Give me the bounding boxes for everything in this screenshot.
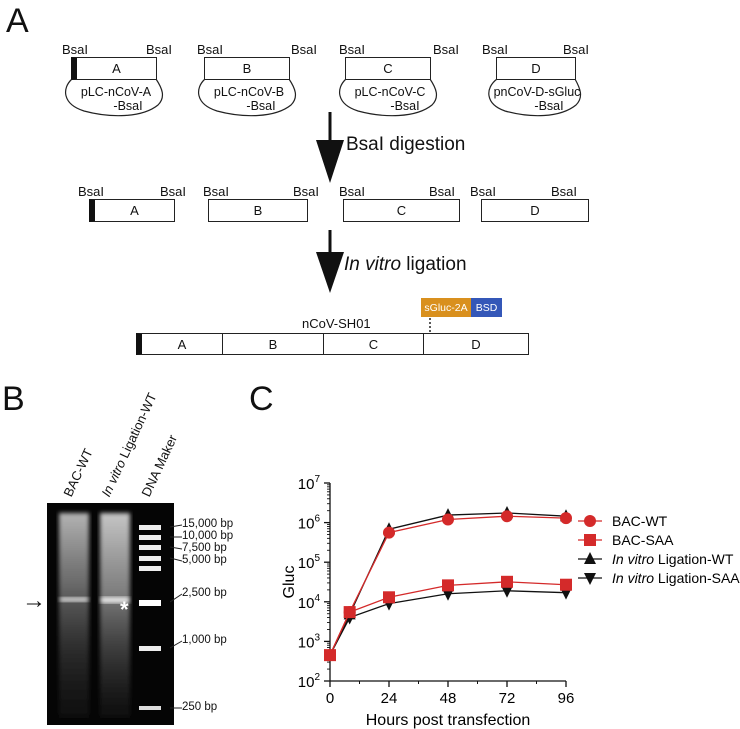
agarose-gel-image bbox=[47, 503, 174, 725]
bsai-site-label: BsaI bbox=[62, 42, 89, 57]
plasmid-c-name: pLC-nCoV-C-BsaI bbox=[354, 85, 426, 113]
x-axis-label: Hours post transfection bbox=[366, 712, 531, 729]
bsai-site-label: BsaI bbox=[551, 184, 578, 199]
x-tick-label: 48 bbox=[440, 690, 457, 707]
data-point-bac-wt bbox=[442, 513, 454, 526]
legend-label: In vitro Ligation-WT bbox=[612, 551, 734, 567]
legend-marker bbox=[584, 534, 596, 546]
data-point-in-vitro-ligation-saa bbox=[442, 588, 454, 601]
legend-marker bbox=[584, 573, 596, 585]
y-tick-label: 106 bbox=[298, 514, 321, 533]
plasmid-c-loop bbox=[339, 78, 438, 117]
step-digestion-label: BsaI digestion bbox=[346, 134, 466, 155]
series-line-in-vitro-ligation-wt bbox=[329, 512, 567, 656]
ladder-label-5000: 5,000 bp bbox=[182, 554, 227, 566]
legend-label: BAC-WT bbox=[612, 513, 668, 529]
gel-bands bbox=[59, 513, 161, 718]
plasmid-a-name: pLC-nCoV-A-BsaI bbox=[80, 85, 152, 113]
data-point-bac-saa bbox=[560, 578, 572, 591]
ladder-label-2500: 2,500 bp bbox=[182, 587, 227, 599]
ladder-label-15000: 15,000 bp bbox=[182, 518, 234, 530]
x-tick-label: 0 bbox=[326, 690, 334, 707]
arrow-down-icon bbox=[316, 252, 344, 293]
bsai-site-label: BsaI bbox=[78, 184, 105, 199]
data-point-bac-wt bbox=[501, 510, 513, 523]
data-point-bac-wt bbox=[560, 512, 572, 525]
construct-segment-b: B bbox=[223, 334, 324, 354]
x-tick-label: 24 bbox=[381, 690, 398, 707]
construct-segment-c: C bbox=[324, 334, 424, 354]
series-line-bac-saa bbox=[329, 581, 567, 656]
y-tick-label: 104 bbox=[298, 593, 321, 612]
data-point-bac-saa bbox=[501, 575, 513, 588]
legend-marker bbox=[584, 552, 596, 564]
panel-c-letter: C bbox=[249, 380, 274, 418]
digested-c-box: C bbox=[343, 199, 460, 222]
fragment-b-box: B bbox=[204, 57, 290, 80]
arrow-down-icon bbox=[316, 140, 344, 183]
lane-label-dna-maker: DNA Maker bbox=[138, 432, 181, 499]
y-tick-label: 103 bbox=[298, 632, 321, 651]
legend-marker bbox=[584, 515, 596, 527]
bsai-site-label: BsaI bbox=[293, 184, 320, 199]
panel-a-schematic bbox=[65, 78, 582, 334]
series-line-in-vitro-ligation-saa bbox=[329, 590, 567, 656]
data-point-bac-saa bbox=[442, 579, 454, 592]
data-point-bac-saa bbox=[383, 591, 395, 604]
bsai-site-label: BsaI bbox=[482, 42, 509, 57]
legend-label: BAC-SAA bbox=[612, 532, 674, 548]
step-ligation-label: In vitro ligation bbox=[344, 254, 467, 275]
bsai-site-label: BsaI bbox=[470, 184, 497, 199]
bsai-site-label: BsaI bbox=[291, 42, 318, 57]
data-point-bac-saa bbox=[324, 649, 336, 662]
fragment-c-box: C bbox=[345, 57, 431, 80]
plasmid-d-loop bbox=[488, 78, 582, 117]
bsai-site-label: BsaI bbox=[339, 184, 366, 199]
bsai-site-label: BsaI bbox=[197, 42, 224, 57]
bsai-site-label: BsaI bbox=[203, 184, 230, 199]
panel-b-letter: B bbox=[2, 380, 25, 418]
lane-label-bac-wt: BAC-WT bbox=[60, 446, 96, 499]
bsai-site-label: BsaI bbox=[339, 42, 366, 57]
digested-d-box: D bbox=[481, 199, 589, 222]
ladder-label-1000: 1,000 bp bbox=[182, 634, 227, 646]
data-point-bac-saa bbox=[343, 606, 356, 619]
plasmid-d-name: pnCoV-D-sGluc-BsaI bbox=[493, 85, 581, 113]
data-point-bac-wt bbox=[383, 526, 395, 539]
y-tick-label: 102 bbox=[298, 672, 321, 691]
bsai-site-label: BsaI bbox=[563, 42, 590, 57]
ladder-label-250: 250 bp bbox=[182, 701, 218, 713]
construct-name: nCoV-SH01 bbox=[302, 316, 371, 331]
bsai-site-label: BsaI bbox=[433, 42, 460, 57]
x-tick-label: 72 bbox=[499, 690, 516, 707]
y-tick-label: 107 bbox=[298, 474, 321, 493]
target-band-star: * bbox=[120, 597, 129, 622]
ladder-label-10000: 10,000 bp bbox=[182, 530, 234, 542]
panel-a-letter: A bbox=[6, 2, 29, 40]
bsai-site-label: BsaI bbox=[146, 42, 173, 57]
ladder-tick-lines bbox=[170, 524, 183, 709]
sgluc-2a-tag: sGluc-2A bbox=[421, 298, 471, 317]
band-arrow-icon: → bbox=[22, 587, 46, 614]
plasmid-b-name: pLC-nCoV-B-BsaI bbox=[213, 85, 285, 113]
plasmid-b-loop bbox=[198, 78, 297, 117]
digested-b-box: B bbox=[208, 199, 308, 222]
bsd-tag: BSD bbox=[471, 298, 502, 317]
bsai-site-label: BsaI bbox=[429, 184, 456, 199]
construct-segment-d: D bbox=[471, 336, 481, 352]
digested-a-box: A bbox=[89, 199, 175, 222]
plasmid-a-loop bbox=[65, 78, 164, 117]
fragment-a-box: A bbox=[71, 57, 157, 80]
bsai-site-label: BsaI bbox=[160, 184, 187, 199]
data-point-in-vitro-ligation-saa bbox=[501, 585, 513, 598]
legend-label: In vitro Ligation-SAA bbox=[612, 570, 740, 586]
y-axis-label: Gluc bbox=[281, 566, 298, 599]
fragment-d-box: D bbox=[496, 57, 576, 80]
construct-segment-a: A bbox=[142, 334, 223, 354]
ladder-label-7500: 7,500 bp bbox=[182, 542, 227, 554]
y-tick-label: 105 bbox=[298, 553, 321, 572]
full-genome-construct: A B C D bbox=[136, 333, 529, 355]
x-tick-label: 96 bbox=[558, 690, 575, 707]
